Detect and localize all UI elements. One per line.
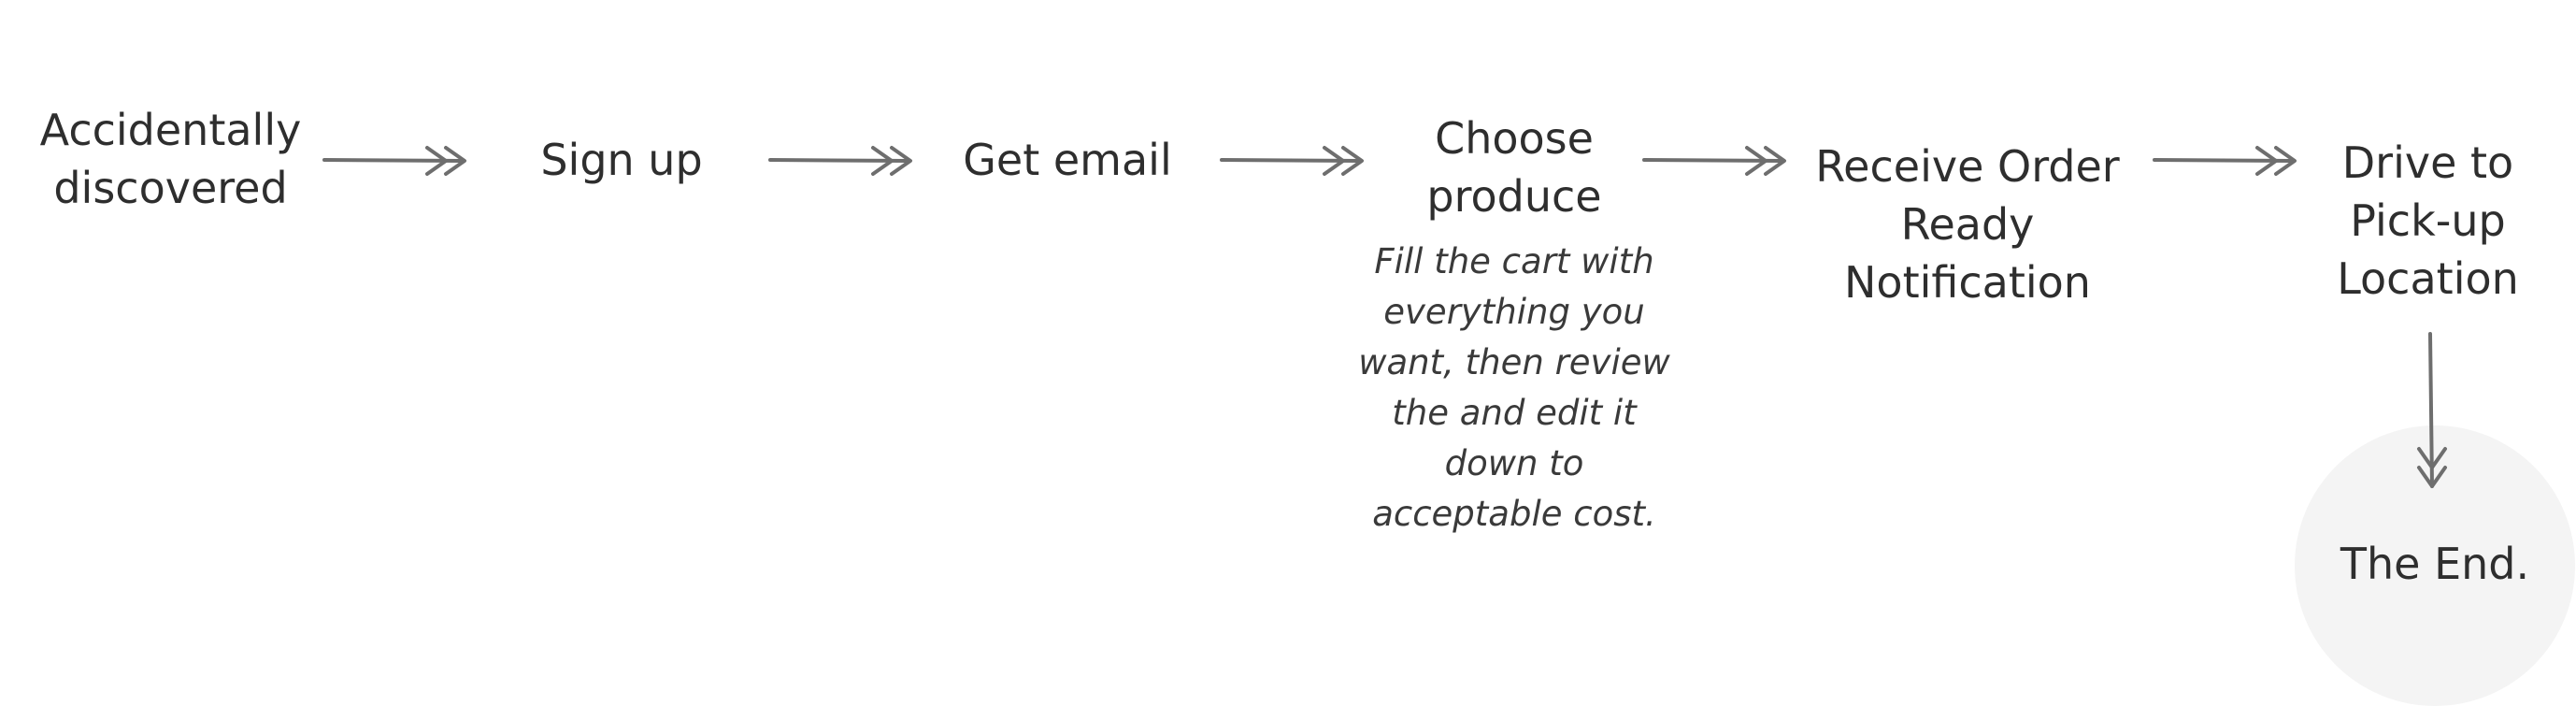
step-line: The End. xyxy=(2340,539,2530,589)
step-sign-up: Sign up xyxy=(509,131,734,189)
step-line: Ready xyxy=(1900,199,2035,250)
step-line: Notification xyxy=(1844,257,2091,308)
arrow-3-icon xyxy=(1220,146,1364,176)
step-the-end: The End. xyxy=(2323,535,2547,593)
step-line: Choose xyxy=(1435,113,1594,164)
step-get-email: Get email xyxy=(955,131,1180,189)
note-line: acceptable cost. xyxy=(1372,494,1656,534)
note-line: want, then review xyxy=(1358,342,1670,382)
step-line: Sign up xyxy=(540,135,703,185)
step-line: discovered xyxy=(53,163,288,213)
step-line: Location xyxy=(2337,253,2519,304)
step-line: Pick-up xyxy=(2350,195,2506,246)
step-drive-to-pick-up-location: Drive to Pick-up Location xyxy=(2309,134,2547,308)
step-line: produce xyxy=(1426,171,1602,222)
step-line: Drive to xyxy=(2341,137,2514,188)
step-choose-produce: Choose produce xyxy=(1407,109,1622,225)
arrow-1-icon xyxy=(322,146,466,176)
note-line: down to xyxy=(1444,443,1584,483)
arrow-down-icon xyxy=(2417,332,2447,488)
arrow-5-icon xyxy=(2153,146,2297,176)
step-accidentally-discovered: Accidentally discovered xyxy=(37,101,304,217)
arrow-2-icon xyxy=(768,146,912,176)
step-line: Accidentally xyxy=(39,105,302,155)
note-line: Fill the cart with xyxy=(1374,241,1654,281)
note-line: the and edit it xyxy=(1392,393,1637,433)
step-line: Receive Order xyxy=(1815,141,2120,192)
step-choose-produce-note: Fill the cart with everything you want, … xyxy=(1355,237,1673,540)
arrow-4-icon xyxy=(1642,146,1786,176)
step-line: Get email xyxy=(963,135,1172,185)
note-line: everything you xyxy=(1383,292,1645,332)
step-receive-order-ready-notification: Receive Order Ready Notification xyxy=(1809,137,2126,311)
